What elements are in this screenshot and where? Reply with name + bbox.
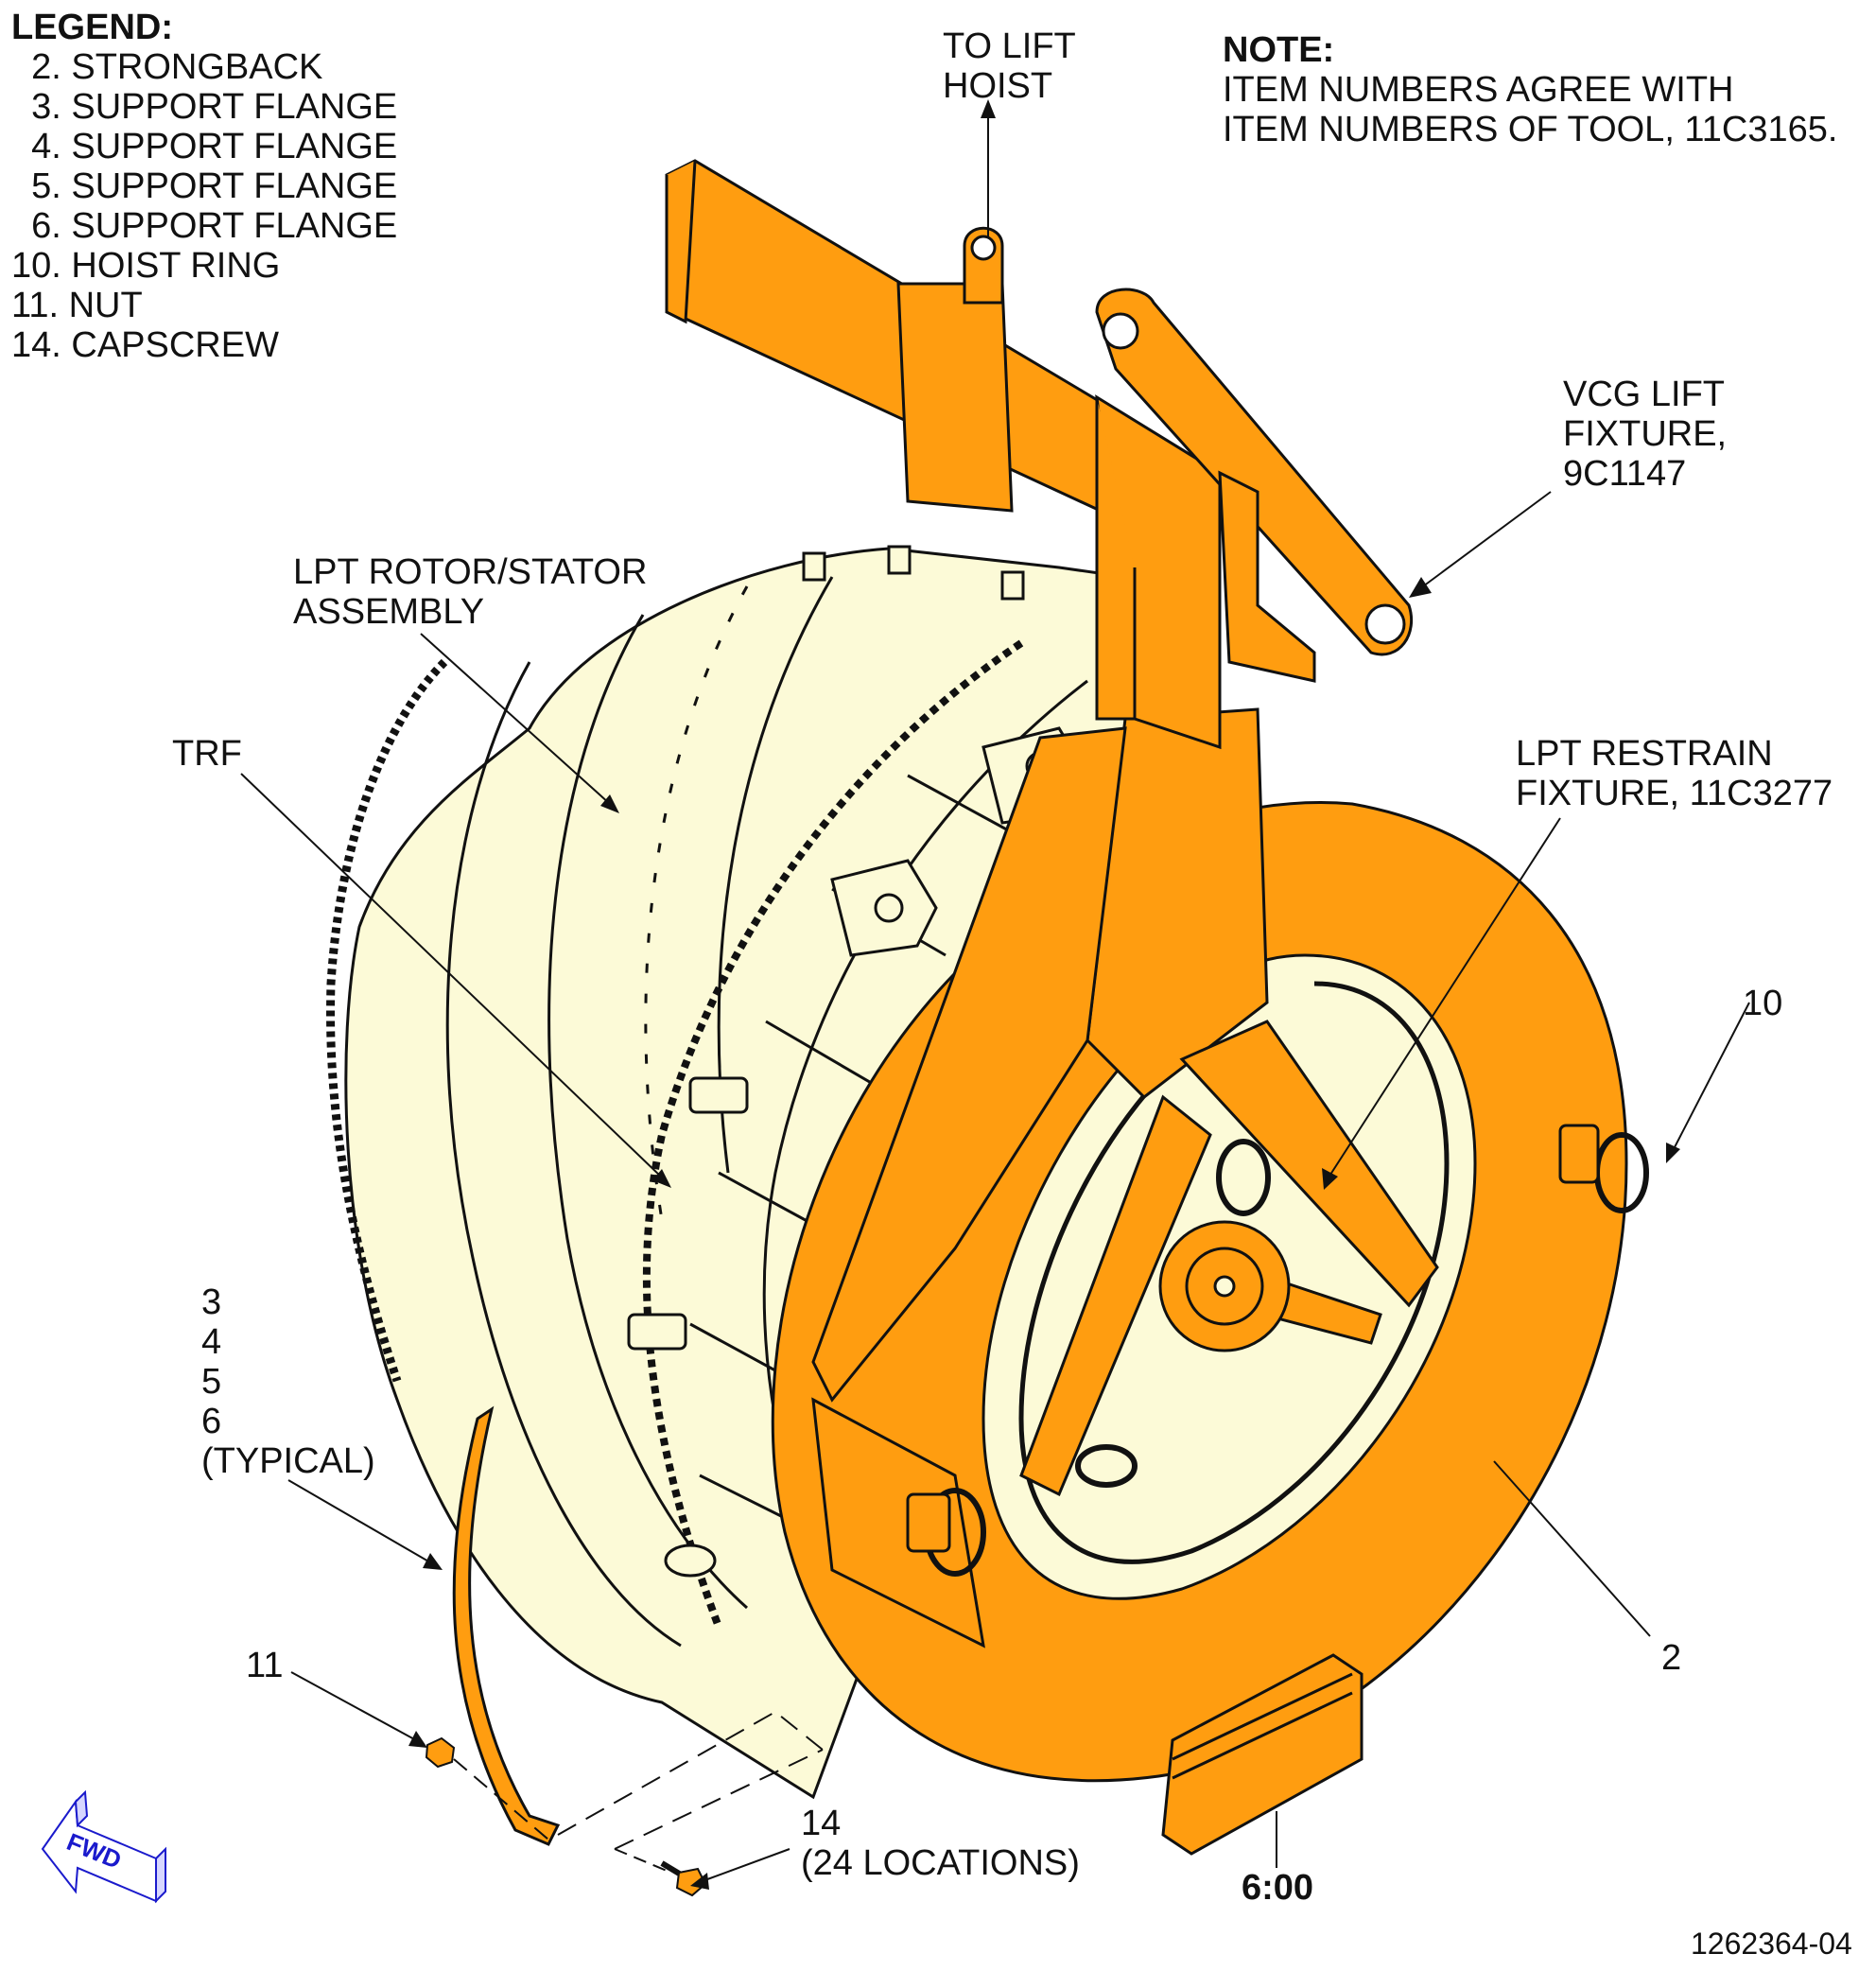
legend-item-5: 5. SUPPORT FLANGE bbox=[11, 166, 398, 206]
callout-trf: TRF bbox=[172, 734, 242, 774]
vcg-lift-fixture bbox=[665, 159, 1414, 750]
legend-title: LEGEND: bbox=[11, 8, 173, 47]
leader-lines bbox=[240, 99, 1750, 1890]
callout-item-10: 10 bbox=[1743, 984, 1783, 1023]
callout-to-lift-hoist-line-1: TO LIFT bbox=[943, 26, 1076, 66]
callout-vcg-line-2: FIXTURE, bbox=[1563, 414, 1728, 454]
callout-item-6: 6 bbox=[201, 1402, 222, 1441]
note-line-1: ITEM NUMBERS AGREE WITH bbox=[1223, 70, 1734, 110]
callout-typical: (TYPICAL) bbox=[201, 1441, 375, 1481]
nut bbox=[425, 1736, 456, 1769]
six-oclock-label: 6:00 bbox=[1242, 1868, 1314, 1908]
callout-item-11: 11 bbox=[246, 1646, 284, 1685]
callout-item-3: 3 bbox=[201, 1282, 222, 1322]
capscrew bbox=[660, 1860, 707, 1897]
support-flange bbox=[452, 1405, 561, 1846]
callout-lpt-restrain-line-2: FIXTURE, 11C3277 bbox=[1516, 774, 1833, 813]
callout-vcg-line-3: 9C1147 bbox=[1563, 454, 1687, 494]
legend-item-11: 11. NUT bbox=[11, 286, 143, 325]
callout-lpt-rotor-stator: LPT ROTOR/STATOR ASSEMBLY bbox=[293, 552, 647, 632]
callout-lpt-restrain-fixture: LPT RESTRAIN FIXTURE, 11C3277 bbox=[1516, 734, 1833, 813]
callout-to-lift-hoist-line-2: HOIST bbox=[943, 66, 1053, 106]
legend-item-4: 4. SUPPORT FLANGE bbox=[11, 127, 398, 166]
note-title: NOTE: bbox=[1223, 30, 1335, 70]
legend: LEGEND: 2. STRONGBACK 3. SUPPORT FLANGE … bbox=[11, 8, 397, 365]
callout-vcg-lift-fixture: VCG LIFT FIXTURE, 9C1147 bbox=[1563, 375, 1727, 494]
legend-item-10: 10. HOIST RING bbox=[11, 246, 281, 286]
callout-item-14-locations: (24 LOCATIONS) bbox=[801, 1843, 1080, 1883]
callout-item-14: 14 (24 LOCATIONS) bbox=[801, 1804, 1080, 1883]
note-line-2: ITEM NUMBERS OF TOOL, 11C3165. bbox=[1223, 110, 1838, 149]
callout-item-5: 5 bbox=[201, 1362, 222, 1402]
legend-item-2: 2. STRONGBACK bbox=[11, 47, 323, 87]
callout-item-14-number: 14 bbox=[801, 1804, 842, 1843]
legend-item-14: 14. CAPSCREW bbox=[11, 325, 279, 365]
callout-lpt-rotor-line-1: LPT ROTOR/STATOR bbox=[293, 552, 648, 592]
callout-items-3-6: 3 4 5 6 (TYPICAL) bbox=[201, 1282, 375, 1481]
legend-item-6: 6. SUPPORT FLANGE bbox=[11, 206, 398, 246]
callout-to-lift-hoist: TO LIFT HOIST bbox=[943, 26, 1076, 106]
figure-number: 1262364-04 bbox=[1691, 1927, 1852, 1961]
callout-item-4: 4 bbox=[201, 1322, 222, 1362]
callout-item-2: 2 bbox=[1661, 1638, 1682, 1678]
callout-lpt-rotor-line-2: ASSEMBLY bbox=[293, 592, 485, 632]
callout-lpt-restrain-line-1: LPT RESTRAIN bbox=[1516, 734, 1773, 774]
note: NOTE: ITEM NUMBERS AGREE WITH ITEM NUMBE… bbox=[1223, 30, 1837, 149]
legend-item-3: 3. SUPPORT FLANGE bbox=[11, 87, 398, 127]
callout-vcg-line-1: VCG LIFT bbox=[1563, 375, 1726, 414]
fwd-arrow-icon bbox=[41, 1789, 166, 1904]
